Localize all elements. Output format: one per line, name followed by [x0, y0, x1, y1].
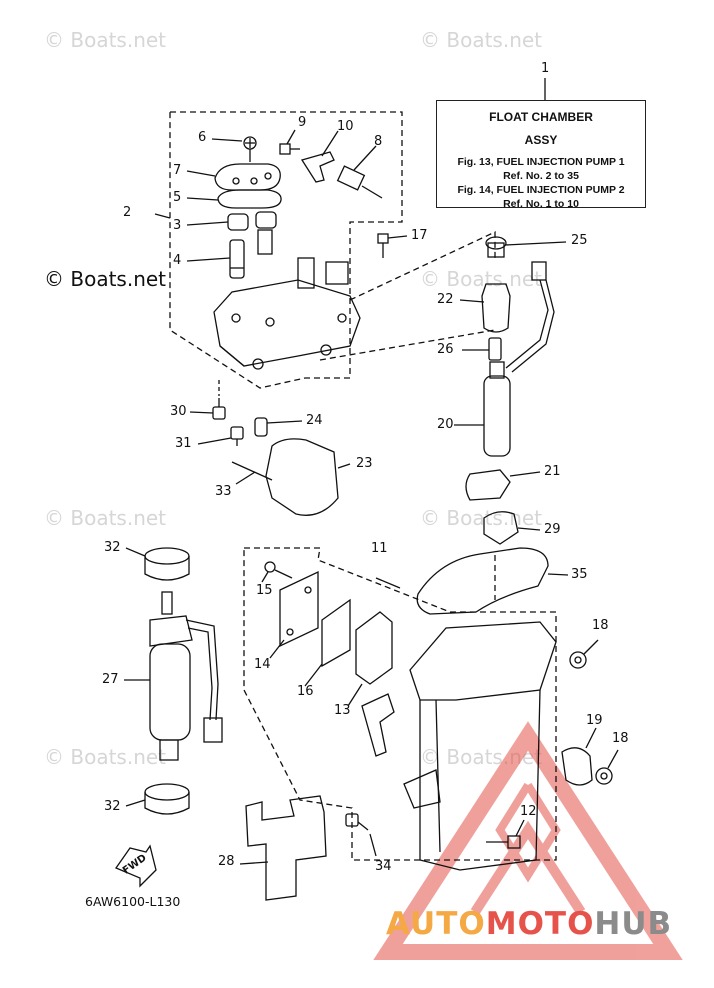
callout-26: 26 — [437, 342, 454, 357]
callout-23: 23 — [356, 456, 373, 471]
callout-11: 11 — [371, 541, 388, 556]
callout-14: 14 — [254, 657, 271, 672]
brand-part-3: HUB — [594, 906, 673, 942]
watermark: © Boats.net — [44, 28, 167, 52]
callout-box-title: FLOAT CHAMBER — [489, 110, 593, 124]
callout-28: 28 — [218, 854, 235, 869]
callout-17: 17 — [411, 228, 428, 243]
brand-part-2: MOTO — [485, 906, 595, 942]
callout-19: 19 — [586, 713, 603, 728]
callout-box-ref: Ref. No. 1 to 10 — [503, 198, 579, 210]
callout-7: 7 — [173, 163, 182, 178]
callout-box-subtitle: ASSY — [524, 133, 558, 147]
callout-9: 9 — [298, 115, 307, 130]
callout-18-lower: 18 — [612, 731, 629, 746]
watermark: © Boats.net — [420, 267, 543, 291]
watermark: © Boats.net — [44, 506, 167, 530]
callout-1: 1 — [541, 61, 550, 76]
callout-10: 10 — [337, 119, 354, 134]
group-outline-11 — [243, 547, 557, 861]
callout-27: 27 — [102, 672, 119, 687]
callout-31: 31 — [175, 436, 192, 451]
callout-20: 20 — [437, 417, 454, 432]
callout-8: 8 — [374, 134, 383, 149]
brand-part-1: AUTO — [386, 906, 486, 942]
callout-15: 15 — [256, 583, 273, 598]
callout-25: 25 — [571, 233, 588, 248]
group-outline-2 — [169, 111, 403, 389]
callout-21: 21 — [544, 464, 561, 479]
callout-18-upper: 18 — [592, 618, 609, 633]
callout-5: 5 — [173, 190, 182, 205]
watermark: © Boats.net — [420, 28, 543, 52]
callout-33: 33 — [215, 484, 232, 499]
callout-16: 16 — [297, 684, 314, 699]
watermark: © Boats.net — [44, 745, 167, 769]
diagram-code: 6AW6100-L130 — [85, 894, 181, 909]
callout-12: 12 — [520, 804, 537, 819]
brand-logo-triangle — [373, 721, 683, 960]
callout-32-upper: 32 — [104, 540, 121, 555]
callout-13: 13 — [334, 703, 351, 718]
callout-4: 4 — [173, 253, 182, 268]
callout-32-lower: 32 — [104, 799, 121, 814]
watermark: © Boats.net — [420, 506, 543, 530]
callout-3: 3 — [173, 218, 182, 233]
float-chamber-assy-box: FLOAT CHAMBER ASSY Fig. 13, FUEL INJECTI… — [436, 100, 646, 210]
brand-wordmark: AUTOMOTOHUB — [386, 906, 672, 942]
callout-22: 22 — [437, 292, 454, 307]
callout-35: 35 — [571, 567, 588, 582]
callout-2: 2 — [123, 205, 132, 220]
main-watermark: © Boats.net — [44, 267, 167, 291]
callout-box-ref: Fig. 14, FUEL INJECTION PUMP 2 — [457, 184, 625, 196]
callout-6: 6 — [198, 130, 207, 145]
callout-30: 30 — [170, 404, 187, 419]
callout-box-ref: Fig. 13, FUEL INJECTION PUMP 1 — [457, 156, 625, 168]
callout-34: 34 — [375, 859, 392, 874]
callout-box-ref: Ref. No. 2 to 35 — [503, 170, 579, 182]
callout-24: 24 — [306, 413, 323, 428]
callout-29: 29 — [544, 522, 561, 537]
